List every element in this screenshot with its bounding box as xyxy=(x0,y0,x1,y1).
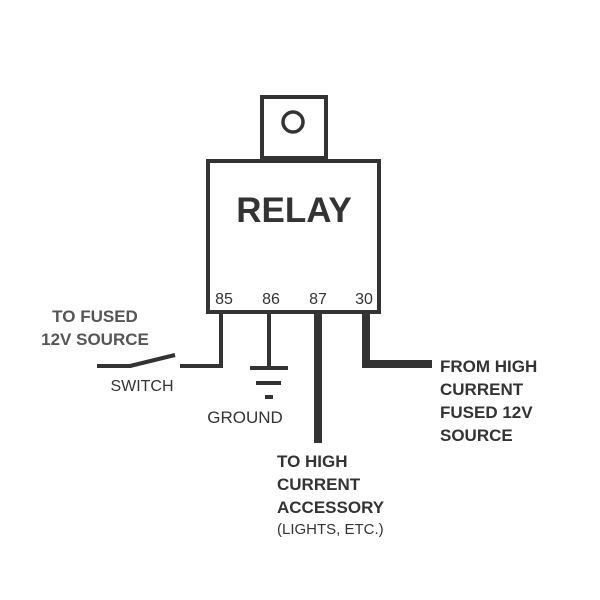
high-current-line-2: CURRENT xyxy=(440,380,524,399)
switch-label: SWITCH xyxy=(110,378,173,395)
high-current-line-1: FROM HIGH xyxy=(440,357,537,376)
fused-source-line-2: 12V SOURCE xyxy=(41,330,149,349)
high-current-line-3: FUSED 12V xyxy=(440,403,533,422)
pin-label-87: 87 xyxy=(309,291,327,308)
high-current-line-4: SOURCE xyxy=(440,426,513,445)
pin-label-85: 85 xyxy=(215,291,233,308)
accessory-line-3: ACCESSORY xyxy=(277,498,385,517)
wire-85 xyxy=(180,312,223,368)
relay-title: RELAY xyxy=(236,191,351,230)
accessory-line-2: CURRENT xyxy=(277,475,361,494)
pin-label-86: 86 xyxy=(262,291,280,308)
accessory-label: TO HIGH CURRENT ACCESSORY (LIGHTS, ETC.) xyxy=(277,452,385,538)
relay-body xyxy=(206,159,381,314)
ground-symbol xyxy=(250,366,288,399)
ground-label: GROUND xyxy=(207,408,283,427)
fused-source-label: TO FUSED 12V SOURCE xyxy=(41,307,149,349)
mounting-hole xyxy=(281,110,305,134)
switch-lever xyxy=(129,353,176,368)
mounting-tab xyxy=(260,95,328,162)
accessory-note: (LIGHTS, ETC.) xyxy=(277,521,384,538)
pin-label-30: 30 xyxy=(355,291,373,308)
fused-source-line-1: TO FUSED xyxy=(52,307,138,326)
high-current-source-label: FROM HIGH CURRENT FUSED 12V SOURCE xyxy=(440,357,537,445)
wire-30 xyxy=(362,312,432,368)
accessory-line-1: TO HIGH xyxy=(277,452,348,471)
